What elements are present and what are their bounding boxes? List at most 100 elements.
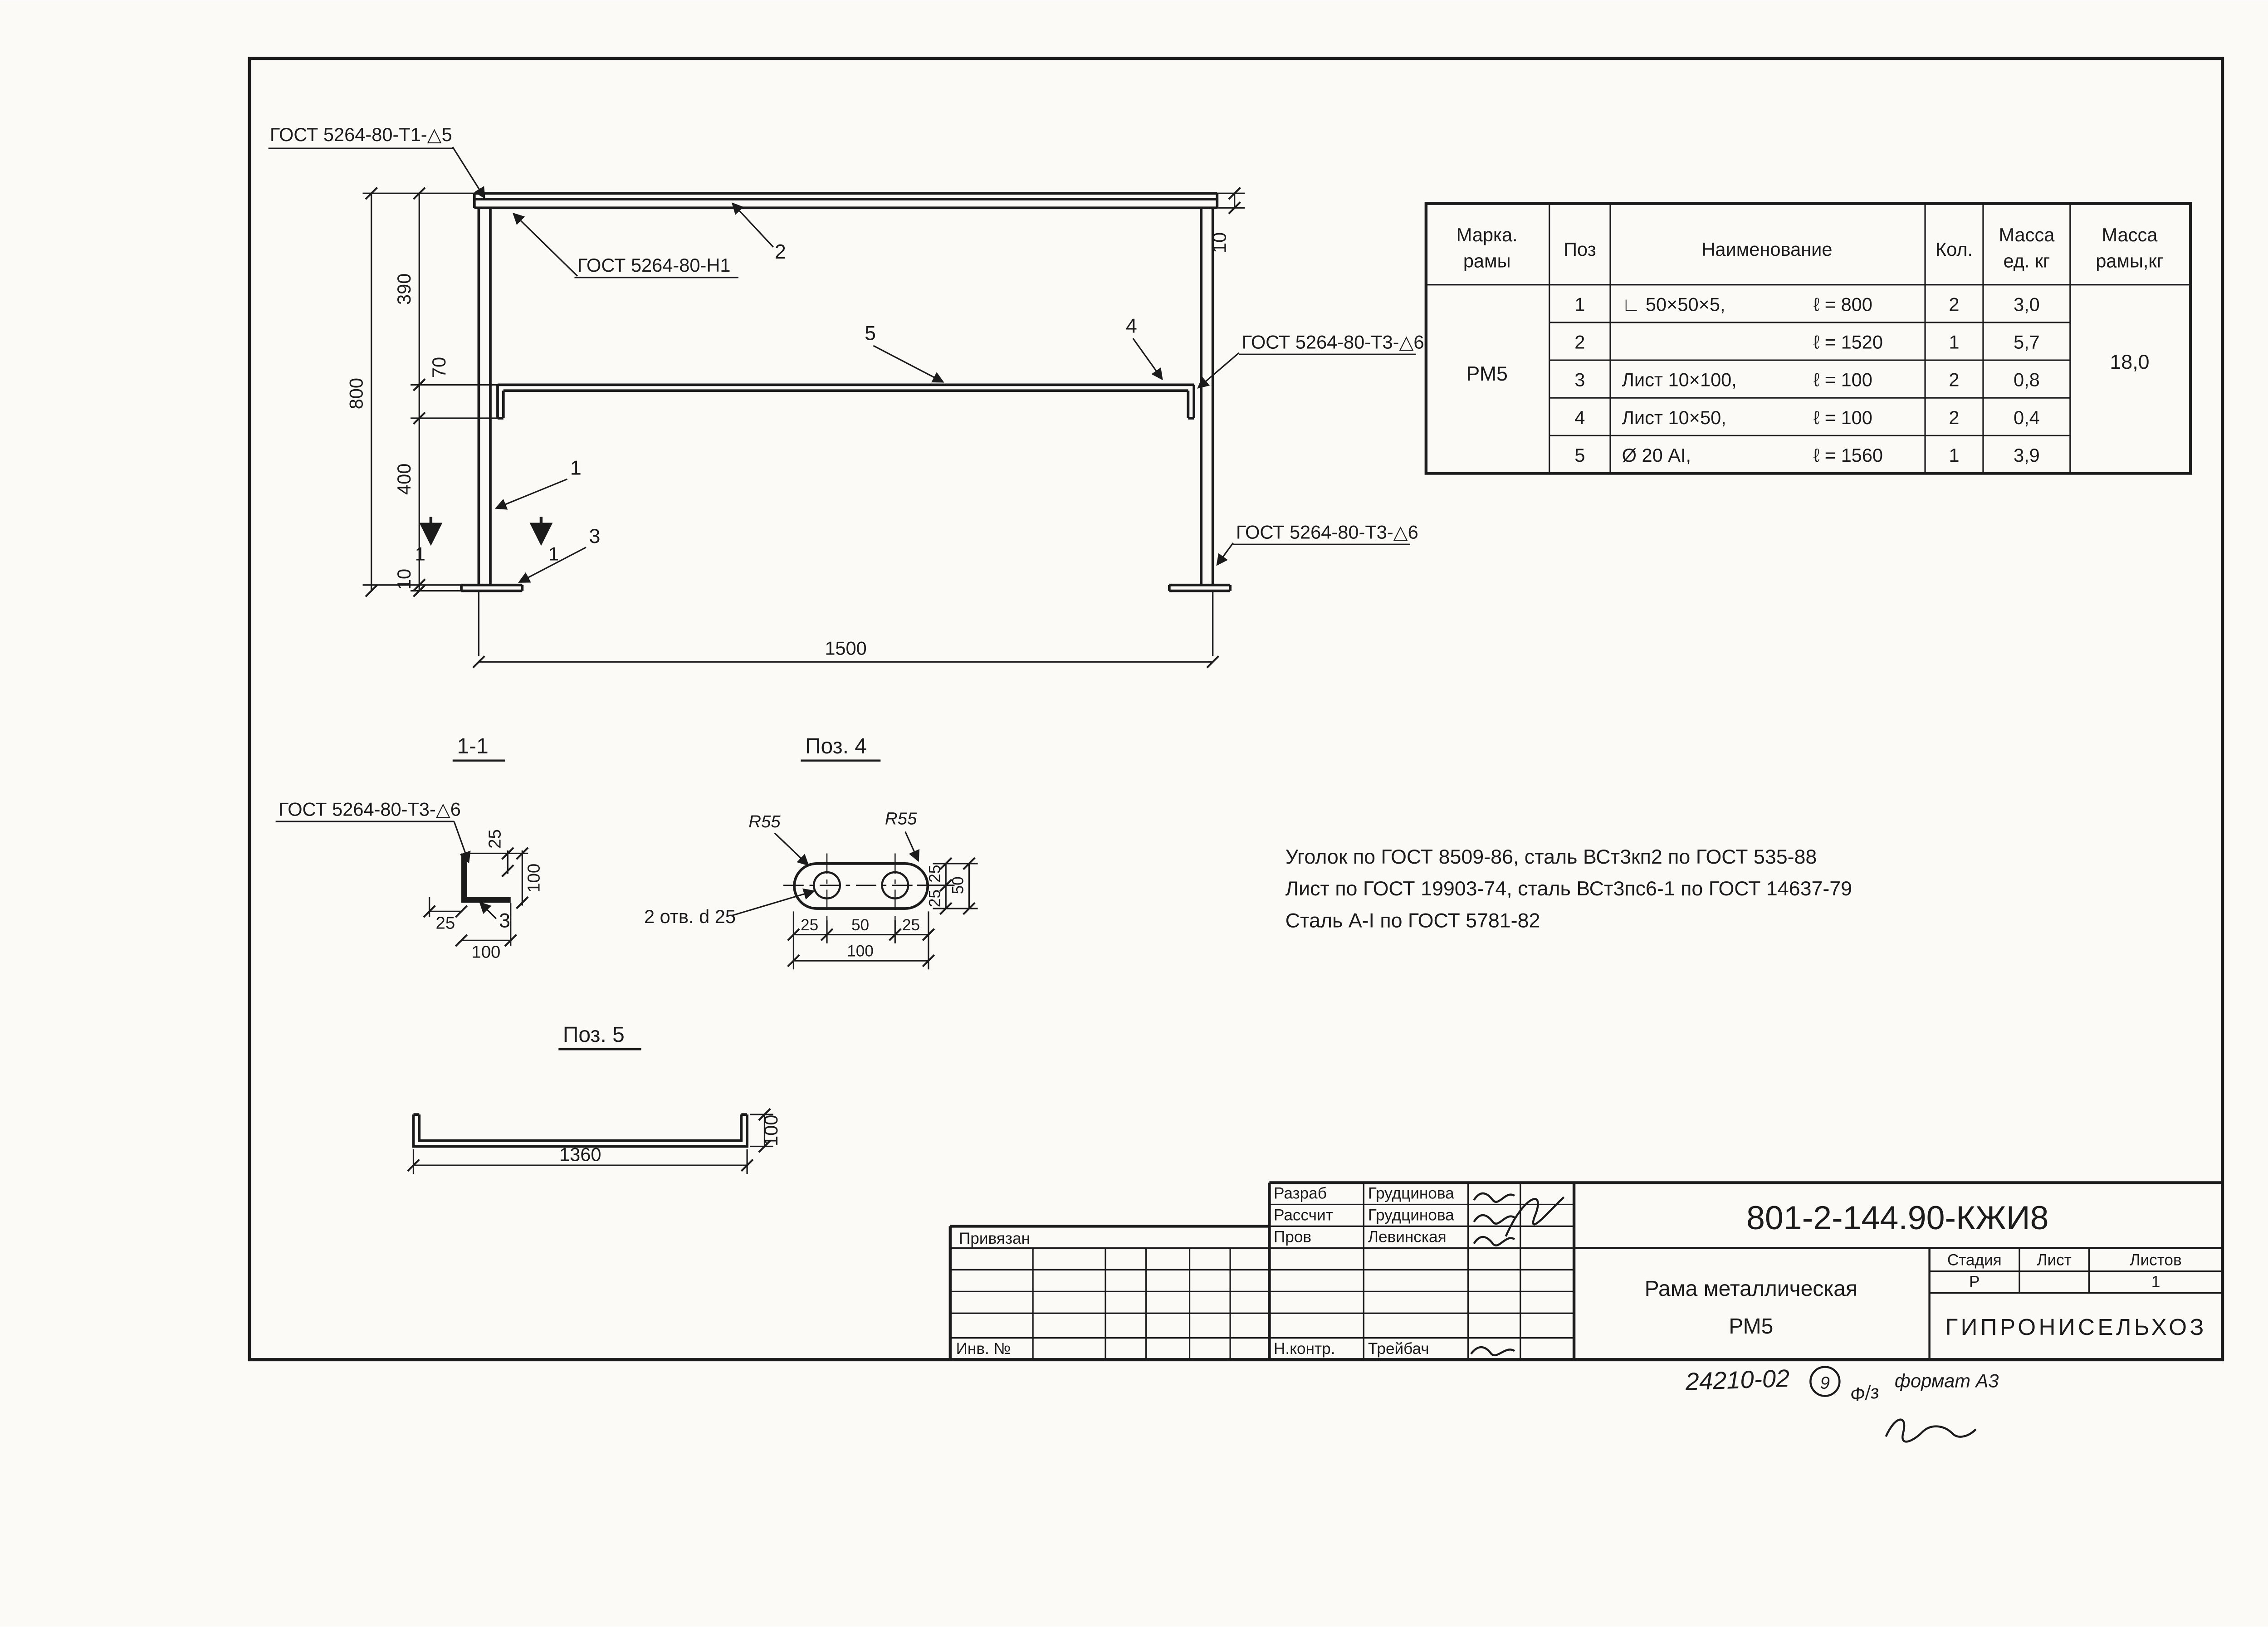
document-number: 801-2-144.90-КЖИ8 xyxy=(1746,1199,2049,1236)
stage-label: Стадия xyxy=(1947,1251,2002,1269)
note-line-2: Лист по ГОСТ 19903-74, сталь ВСт3пс6-1 п… xyxy=(1286,877,1852,900)
signature-normcontrol xyxy=(1470,1346,1515,1356)
sheets-value: 1 xyxy=(2151,1273,2160,1291)
weld-label-mid: ГОСТ 5264-80-Т3-△6 xyxy=(1242,331,1424,352)
pos4-holes-note: 2 отв. d 25 xyxy=(644,906,736,927)
name-normcontrol: Трейбач xyxy=(1368,1340,1429,1358)
weld-label-underlines xyxy=(268,147,1416,545)
pos5-dim-100: 100 xyxy=(760,1115,782,1146)
spec-row3-pos: 3 xyxy=(1574,369,1585,391)
spec-row5-qty: 1 xyxy=(1949,445,1959,466)
handwritten-footer: 24210-02 9 Ф/з формат А3 xyxy=(1685,1364,1999,1443)
spec-header-framemass-2: рамы,кг xyxy=(2096,250,2164,271)
spec-row2-pos: 2 xyxy=(1574,331,1585,352)
inventory-label: Инв. № xyxy=(956,1340,1011,1358)
sheets-label: Листов xyxy=(2130,1251,2181,1269)
leader-mark-3 xyxy=(518,547,587,583)
spec-row1-pos: 1 xyxy=(1574,293,1585,315)
spec-row3-name: Лист 10×100, xyxy=(1622,369,1737,391)
stamp-number: 24210-02 xyxy=(1685,1364,1790,1396)
pos4-radius-left: R55 xyxy=(748,812,781,831)
spec-table: Марка. рамы Поз Наименование Кол. Масса … xyxy=(1424,202,2192,475)
spec-row4-qty: 2 xyxy=(1949,407,1959,428)
pos4-centerlines xyxy=(783,853,940,920)
title-block: Привязан Инв. № Разраб Грудцинова Рассчи… xyxy=(948,1181,2223,1360)
leader-mark-4 xyxy=(1132,338,1163,381)
pos4-title: Поз. 4 xyxy=(805,734,867,758)
title-block-major-lines xyxy=(1574,1247,2223,1360)
product-title-line1: Рама металлическая xyxy=(1645,1277,1857,1301)
pos5-dim-ticks xyxy=(407,1108,771,1172)
leader-weld-tl xyxy=(452,147,485,199)
dim-1500: 1500 xyxy=(825,637,866,659)
leader-section-mark-3 xyxy=(479,901,497,919)
pos5-dim-1360: 1360 xyxy=(559,1143,601,1165)
handwritten-mark: Ф/з xyxy=(1849,1381,1881,1406)
spec-header-unitmass-1: Масса xyxy=(1999,224,2055,245)
binding-label: Привязан xyxy=(959,1230,1030,1247)
pos5-shape xyxy=(412,1113,748,1148)
leader-r-right xyxy=(904,831,919,862)
spec-row4-name: Лист 10×50, xyxy=(1622,407,1726,428)
note-line-1: Уголок по ГОСТ 8509-86, сталь ВСт3кп2 по… xyxy=(1286,845,1817,868)
spec-row4-len: ℓ = 100 xyxy=(1813,407,1872,428)
angle-section-shape xyxy=(461,853,511,903)
spec-header-name: Наименование xyxy=(1701,239,1832,260)
main-frame-view: 1 1 ГОСТ 5264-80-Т1-△5 ГОСТ 5264-80-Н1 Г… xyxy=(268,124,1424,669)
dim-10-plate: 10 xyxy=(393,569,415,590)
frame-outline xyxy=(460,192,1232,592)
leader-weld-mid xyxy=(1197,352,1240,389)
role-normcontrol: Н.контр. xyxy=(1274,1340,1335,1358)
dim-800: 800 xyxy=(346,378,367,409)
spec-row1-mass: 3,0 xyxy=(2014,293,2040,315)
section-title: 1-1 xyxy=(457,734,488,758)
spec-row3-len: ℓ = 100 xyxy=(1813,369,1872,391)
name-developed: Грудцинова xyxy=(1368,1185,1454,1202)
spec-table-outline xyxy=(1424,202,2192,475)
spec-row5-name: Ø 20 АI, xyxy=(1622,445,1691,466)
title-block-outline xyxy=(948,1181,2223,1360)
weld-label-beam: ГОСТ 5264-80-Н1 xyxy=(577,254,731,276)
spec-header-unitmass-2: ед. кг xyxy=(2003,250,2050,271)
spec-header-mark-2: рамы xyxy=(1463,250,1511,271)
part-mark-4: 4 xyxy=(1126,314,1137,337)
spec-row5-pos: 5 xyxy=(1574,445,1585,466)
leader-weld-base xyxy=(1216,542,1234,566)
spec-header-mark-1: Марка. xyxy=(1457,224,1518,245)
spec-row1-len: ℓ = 800 xyxy=(1813,293,1872,315)
pos4-dim-100: 100 xyxy=(847,943,874,960)
section-dim-25v: 25 xyxy=(485,829,504,849)
part-mark-5: 5 xyxy=(865,322,876,344)
spec-header-framemass-1: Масса xyxy=(2102,224,2158,245)
note-line-3: Сталь А-I по ГОСТ 5781-82 xyxy=(1286,909,1540,932)
section-dim-100h: 100 xyxy=(471,943,500,962)
dimension-ticks xyxy=(365,187,1241,669)
section-1-1-detail: 1-1 ГОСТ 5264-80-Т3-△6 25 100 25 100 3 xyxy=(275,734,544,962)
spec-row5-mass: 3,9 xyxy=(2014,445,2040,466)
footer-signature xyxy=(1885,1418,1977,1443)
organization-name: ГИПРОНИСЕЛЬХОЗ xyxy=(1945,1314,2206,1340)
spec-row3-qty: 2 xyxy=(1949,369,1959,391)
spec-row2-len: ℓ = 1520 xyxy=(1813,331,1883,352)
product-title-line2: РМ5 xyxy=(1729,1314,1773,1339)
spec-row2-mass: 5,7 xyxy=(2014,331,2040,352)
pos4-dim-v25b: 25 xyxy=(926,889,943,907)
pos4-dim-v50: 50 xyxy=(949,876,967,894)
spec-table-grid xyxy=(1426,203,2191,474)
section-dim-lines xyxy=(429,850,528,947)
part-mark-1: 1 xyxy=(570,457,582,479)
spec-row4-pos: 4 xyxy=(1574,407,1585,428)
signature-calculated xyxy=(1473,1214,1515,1225)
section-dim-100v: 100 xyxy=(524,864,544,893)
title-block-grid xyxy=(950,1182,2223,1360)
leader-mark-5 xyxy=(873,345,944,383)
pos4-dim-v25a: 25 xyxy=(926,865,943,883)
section-dim-25h: 25 xyxy=(436,914,455,933)
section-cut-label-right: 1 xyxy=(548,543,559,564)
name-calculated: Грудцинова xyxy=(1368,1207,1454,1224)
weld-label-section: ГОСТ 5264-80-Т3-△6 xyxy=(279,798,461,820)
spec-frame-mass: 18,0 xyxy=(2110,351,2149,373)
section-cut-label-left: 1 xyxy=(415,543,425,564)
